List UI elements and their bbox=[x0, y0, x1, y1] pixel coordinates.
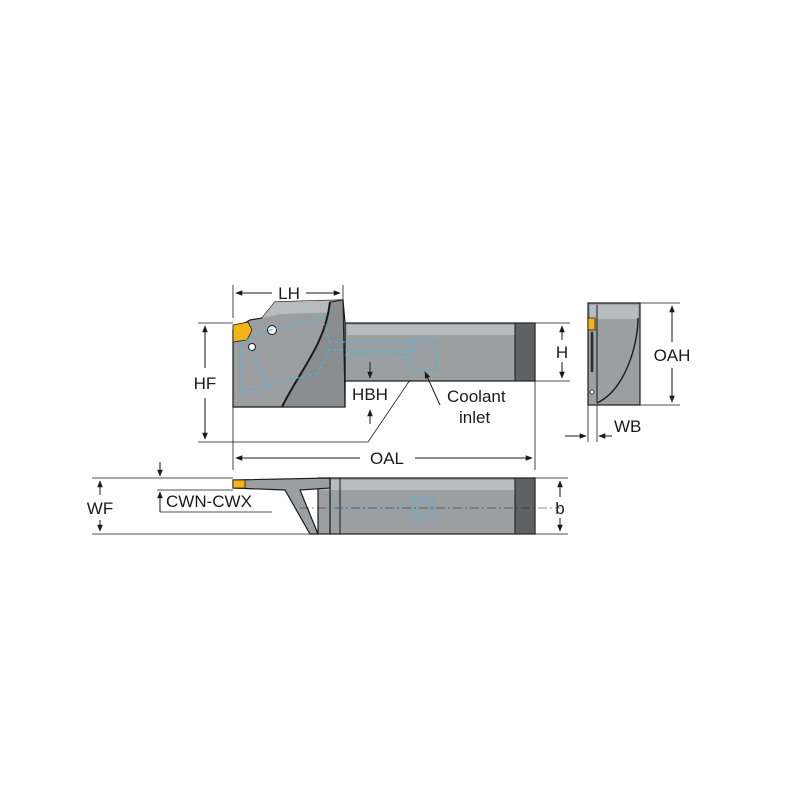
dim-wb: WB bbox=[565, 405, 641, 442]
label-coolant-line2: inlet bbox=[459, 408, 490, 427]
dim-h: H bbox=[535, 322, 570, 382]
coolant-channel bbox=[239, 317, 418, 393]
label-lh: LH bbox=[278, 284, 300, 303]
end-view bbox=[587, 302, 641, 406]
dim-lh: LH bbox=[232, 284, 344, 318]
dim-b: b bbox=[535, 477, 568, 535]
dim-oah: OAH bbox=[640, 302, 691, 406]
end-view-insert bbox=[587, 317, 596, 331]
label-h: H bbox=[556, 343, 568, 362]
insert bbox=[232, 321, 253, 343]
dim-cwn-cwx: CWN-CWX bbox=[157, 462, 272, 513]
callout-coolant-inlet: Coolant inlet bbox=[424, 371, 506, 427]
dim-hf: HF bbox=[194, 322, 411, 443]
dim-oal: OAL bbox=[232, 381, 536, 470]
label-cwn-cwx: CWN-CWX bbox=[166, 492, 252, 511]
top-view bbox=[232, 477, 560, 535]
dim-wf: WF bbox=[87, 477, 318, 535]
label-b: b bbox=[555, 499, 564, 518]
label-oah: OAH bbox=[654, 346, 691, 365]
top-view-insert bbox=[232, 479, 246, 489]
label-wb: WB bbox=[614, 417, 641, 436]
label-coolant-line1: Coolant bbox=[447, 387, 506, 406]
label-hbh: HBH bbox=[352, 385, 388, 404]
label-hf: HF bbox=[194, 374, 217, 393]
shank-end bbox=[514, 322, 536, 382]
label-oal: OAL bbox=[370, 449, 404, 468]
side-view bbox=[232, 299, 536, 408]
dim-hbh: HBH bbox=[344, 362, 400, 424]
label-wf: WF bbox=[87, 499, 113, 518]
